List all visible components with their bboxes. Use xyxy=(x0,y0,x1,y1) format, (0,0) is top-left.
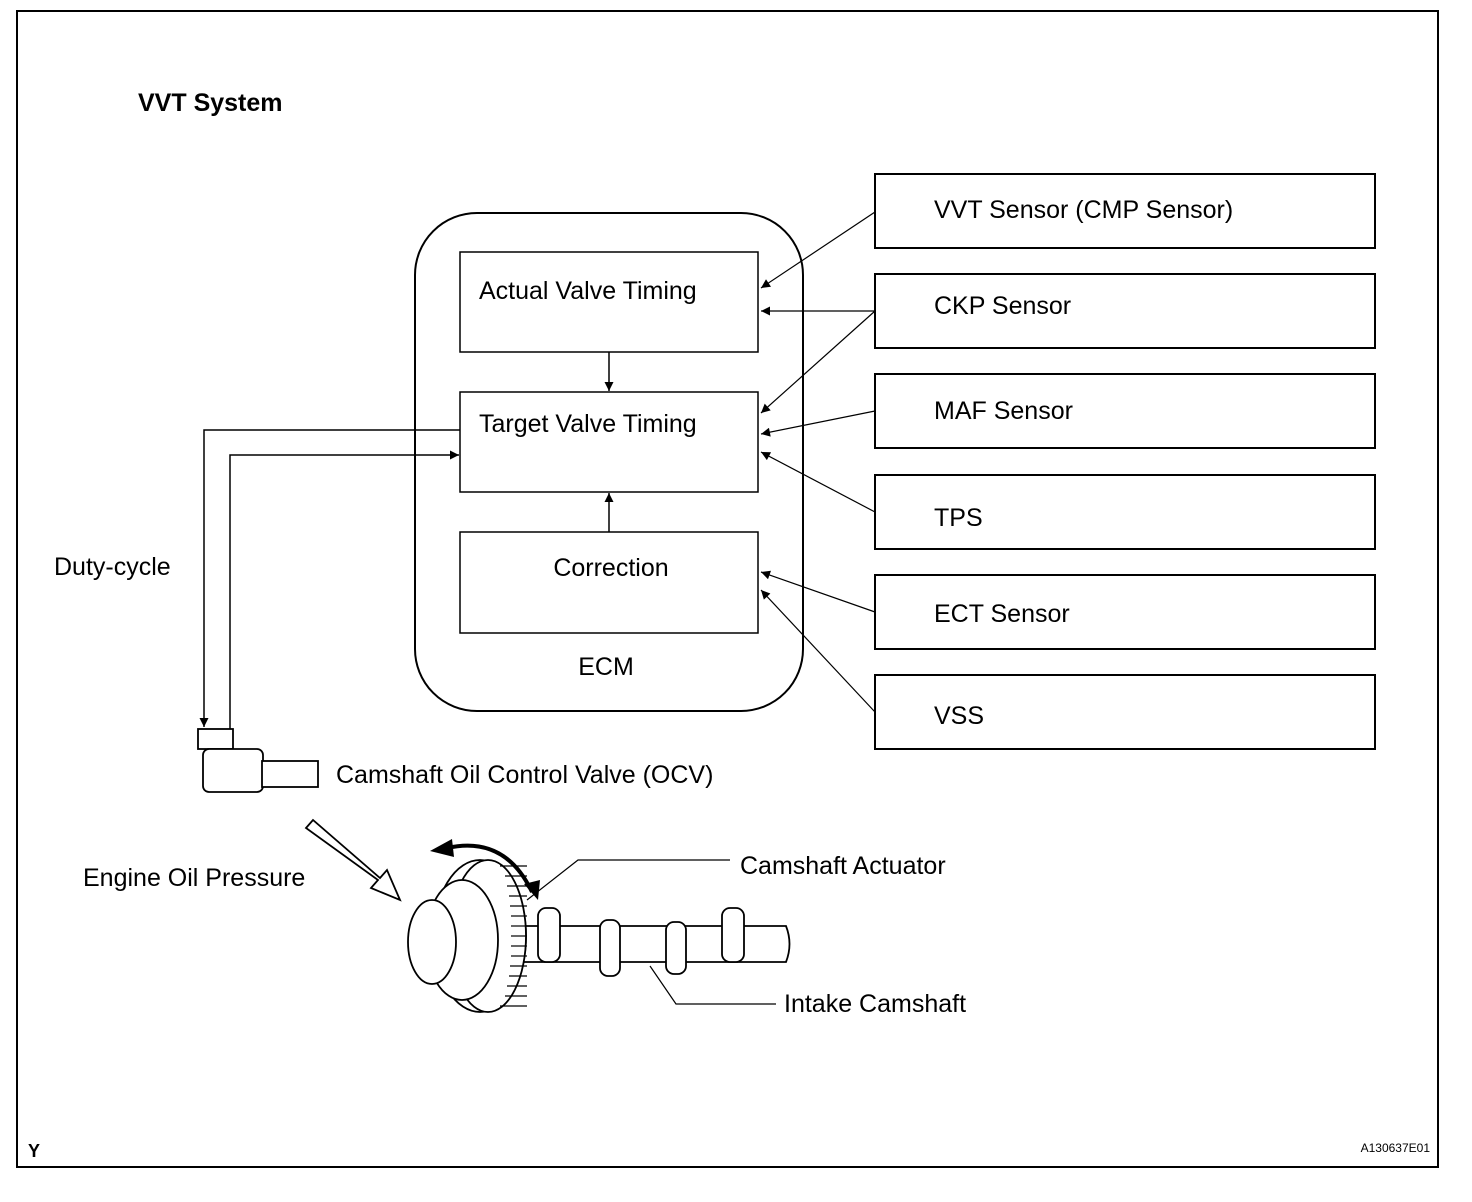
ect-to-correction-arrow xyxy=(760,570,876,613)
ckp-to-target-arrow xyxy=(760,310,876,414)
sensor-label-vss: VSS xyxy=(934,702,984,730)
maf-to-target-arrow xyxy=(760,410,876,437)
target-valve-timing-label: Target Valve Timing xyxy=(479,410,697,438)
oil-pressure-arrow-icon xyxy=(304,818,402,902)
target-valve-timing-block xyxy=(459,391,759,493)
duty-cycle-label: Duty-cycle xyxy=(54,553,171,581)
camshaft-actuator-leader xyxy=(526,859,730,901)
correction-label: Correction xyxy=(553,554,668,582)
feedback-input-line xyxy=(229,450,459,729)
vvt-to-actual-arrow xyxy=(760,211,876,289)
ocv-label: Camshaft Oil Control Valve (OCV) xyxy=(336,761,713,789)
corner-letter: Y xyxy=(28,1141,40,1161)
intake-camshaft-leader xyxy=(649,965,776,1005)
ecm-container xyxy=(414,212,804,712)
sensor-label-ect: ECT Sensor xyxy=(934,600,1070,628)
sensor-box-vvt xyxy=(874,173,1376,249)
sensor-label-maf: MAF Sensor xyxy=(934,397,1073,425)
sensor-label-tps: TPS xyxy=(934,504,983,532)
figure-id: A130637E01 xyxy=(1361,1141,1431,1155)
rotation-arrow-icon xyxy=(430,839,540,900)
duty-cycle-output-line xyxy=(199,429,460,727)
sensor-label-ckp: CKP Sensor xyxy=(934,292,1071,320)
ecm-label: ECM xyxy=(578,653,634,681)
correction-block xyxy=(459,531,759,634)
figure-frame xyxy=(16,10,1439,1168)
camshaft-actuator-label: Camshaft Actuator xyxy=(740,852,946,880)
engine-oil-pressure-label: Engine Oil Pressure xyxy=(83,864,305,892)
intake-camshaft-label: Intake Camshaft xyxy=(784,990,966,1018)
diagram-title: VVT System xyxy=(138,89,283,117)
camshaft-icon xyxy=(407,859,791,1013)
actual-valve-timing-label: Actual Valve Timing xyxy=(479,277,697,305)
sensor-label-vvt: VVT Sensor (CMP Sensor) xyxy=(934,196,1233,224)
tps-to-target-arrow xyxy=(760,451,876,513)
vss-to-correction-arrow xyxy=(760,589,876,713)
ocv-icon xyxy=(197,728,319,793)
